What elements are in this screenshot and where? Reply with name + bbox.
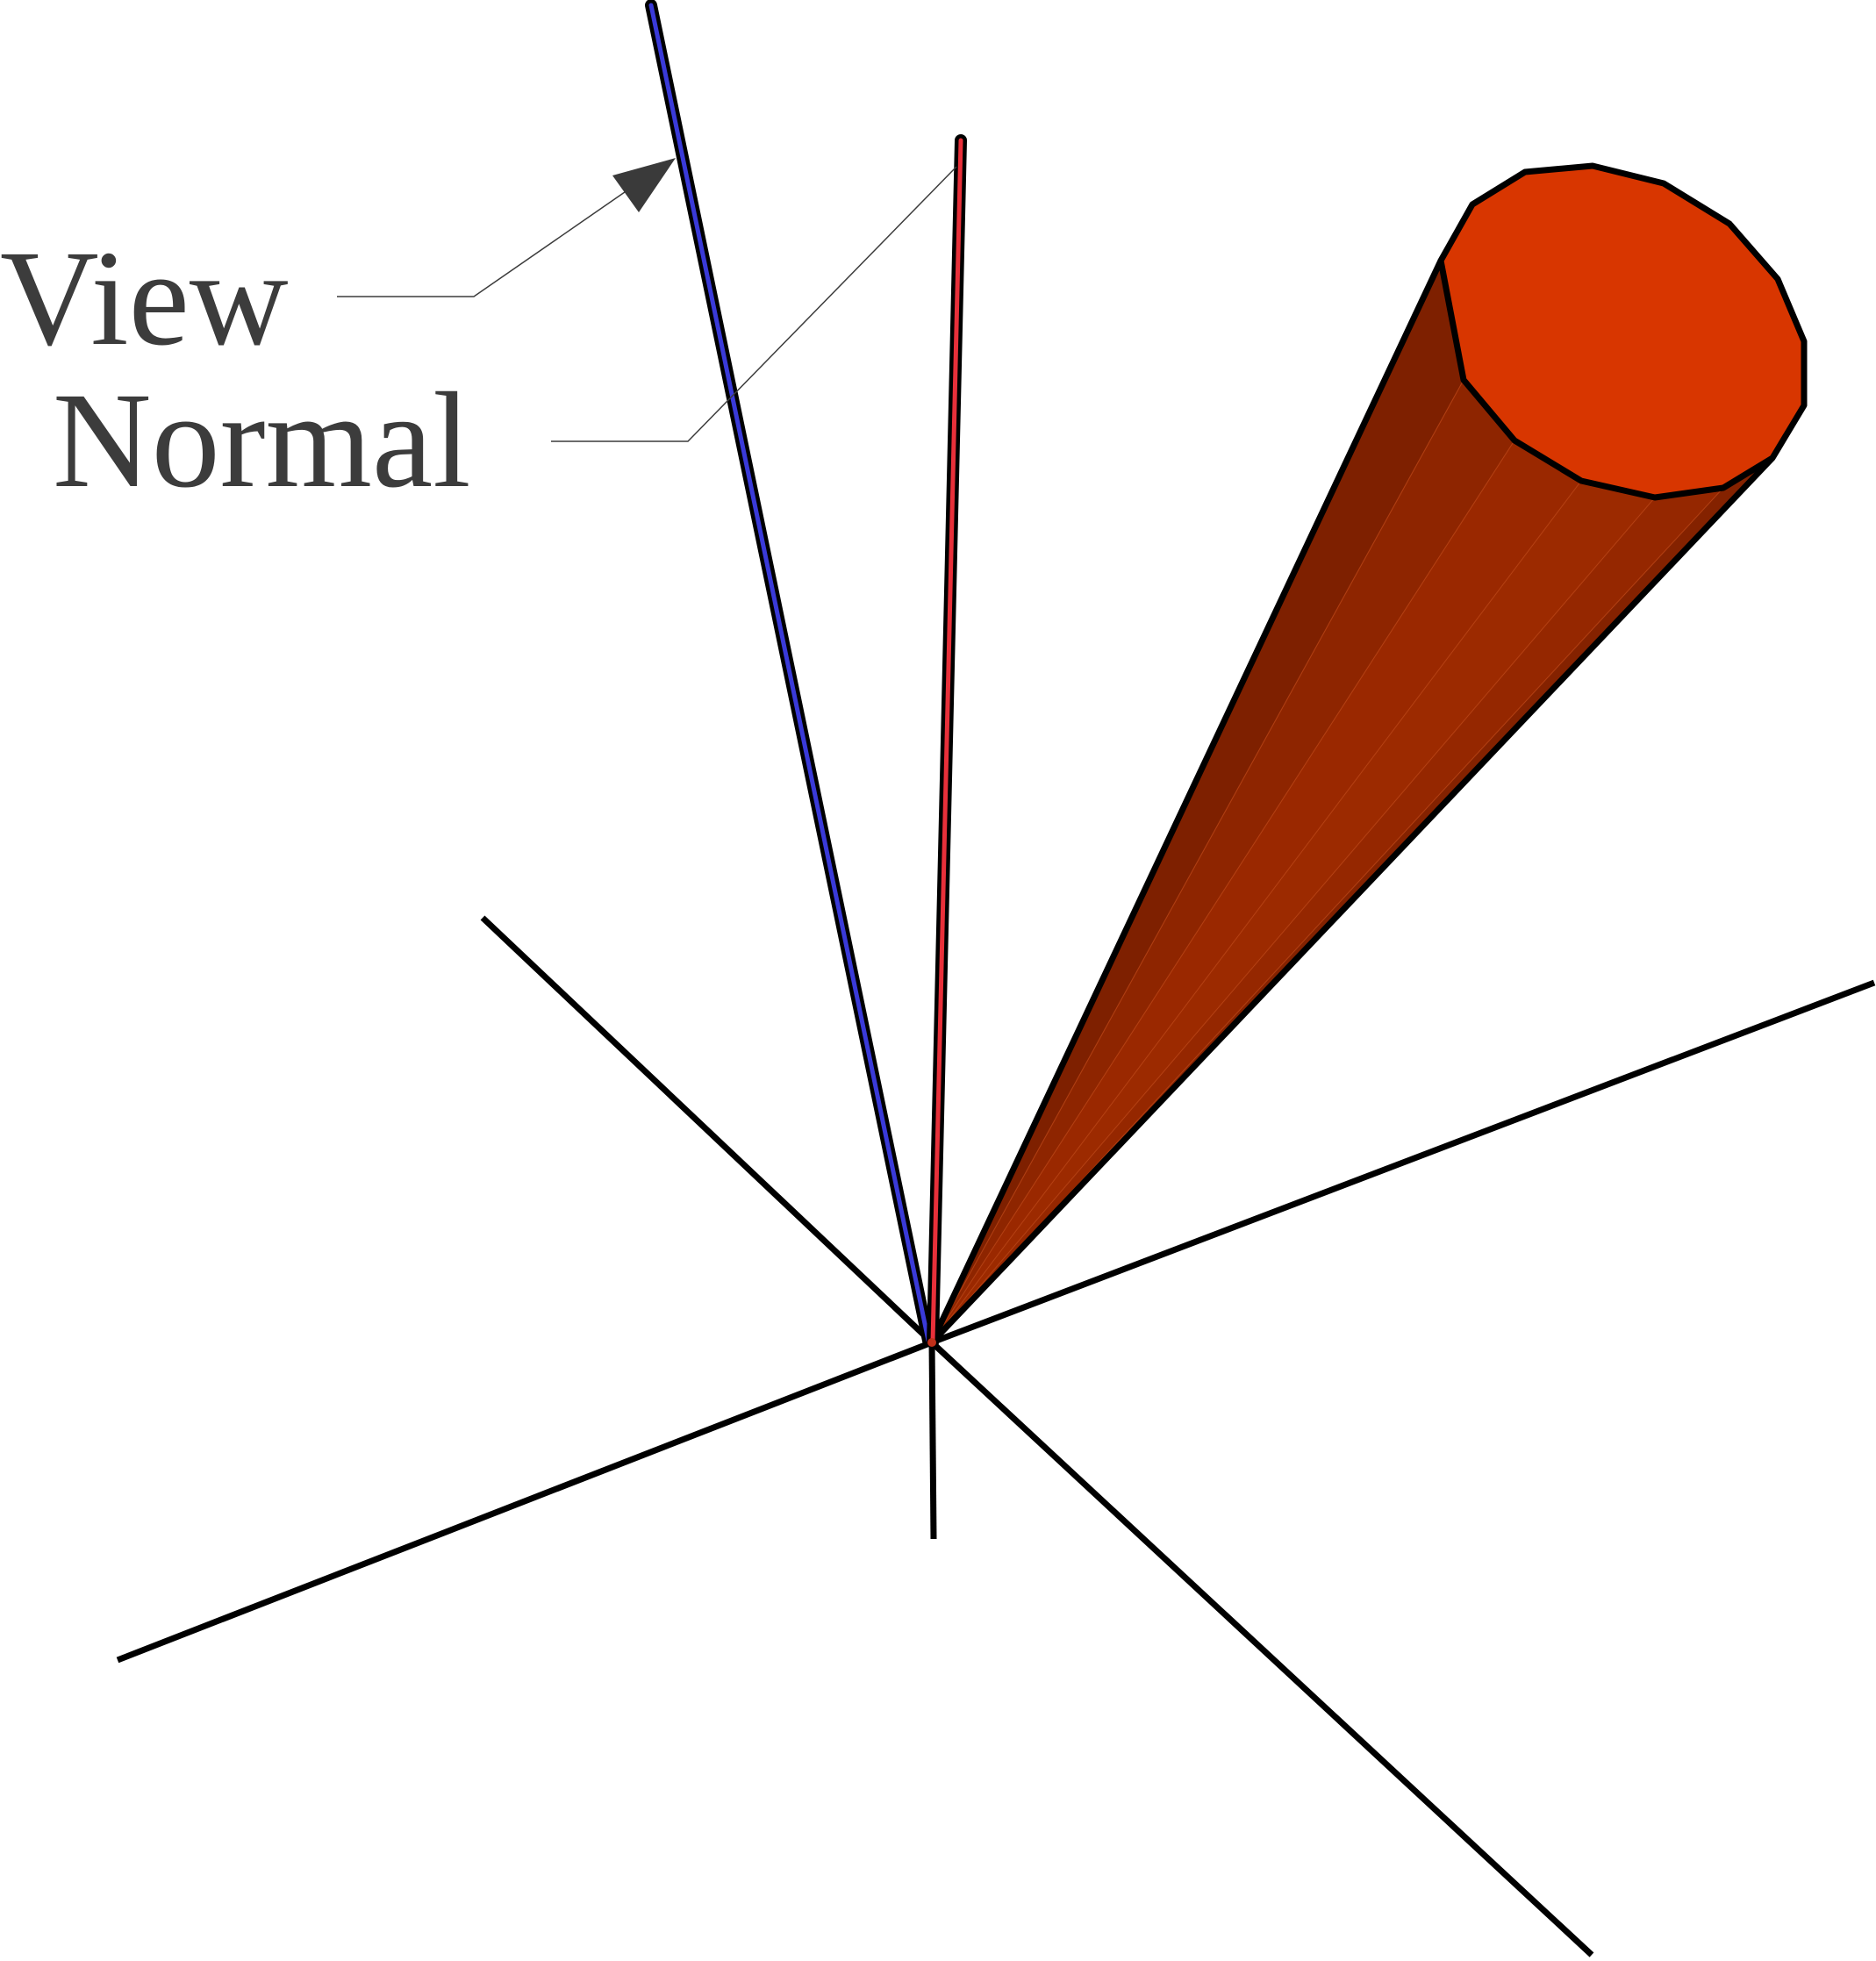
cone-silhouette-right <box>929 455 1775 1345</box>
cone <box>928 162 1808 1345</box>
cone-side-mid-left <box>932 440 1581 1342</box>
view-pointer-arrow <box>612 158 676 212</box>
normal-vector <box>927 134 967 1349</box>
axis-line-diagonal-lower-right <box>929 1340 1594 1957</box>
cone-silhouette-left <box>928 259 1444 1344</box>
cone-cap-front-edge <box>1440 260 1773 498</box>
cone-side-left <box>932 380 1514 1342</box>
axis-line-diagonal-upper-left <box>480 915 934 1345</box>
axis-line-vertical-down <box>928 1342 937 1540</box>
view-leader <box>337 158 676 297</box>
normal-leader <box>551 166 957 442</box>
coordinate-axes <box>116 915 1876 1957</box>
view-vector <box>645 0 934 1347</box>
axis-line-right <box>930 979 1876 1346</box>
cone-side-mid <box>932 481 1655 1342</box>
view-label: View <box>0 222 289 374</box>
origin-point <box>927 1338 936 1347</box>
axis-line-lower-left <box>116 1339 934 1664</box>
normal-label: Normal <box>53 364 471 516</box>
cone-side-outer-left <box>932 261 1464 1342</box>
